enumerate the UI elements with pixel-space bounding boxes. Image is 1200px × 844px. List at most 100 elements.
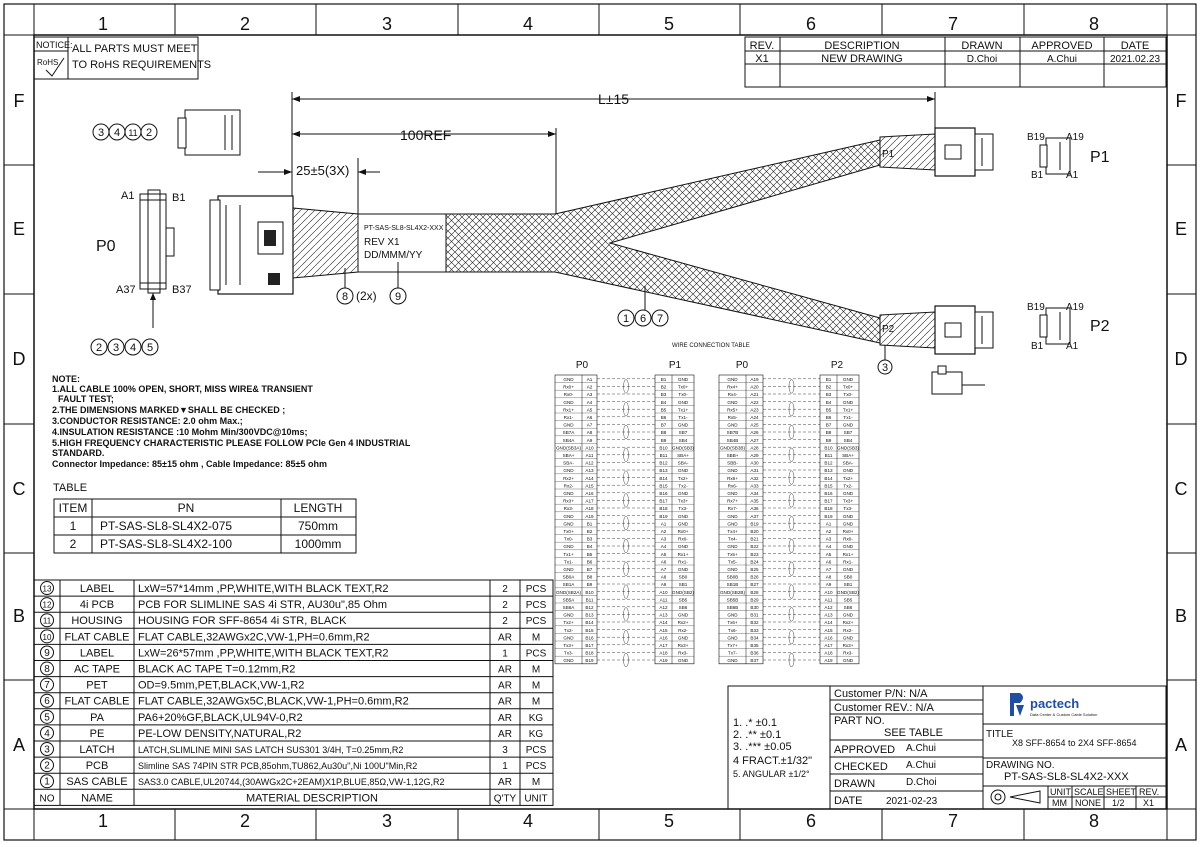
wire-pin: A33	[750, 483, 759, 488]
wire-signal: GND	[843, 423, 854, 428]
date-label: DATE	[834, 795, 863, 807]
bom-footer: UNIT	[524, 793, 547, 804]
wire-signal: GND(SB2)	[837, 590, 859, 595]
wire-pin: A14	[659, 620, 668, 625]
wire-signal: GND	[843, 521, 854, 526]
wire-signal: GND	[678, 491, 689, 496]
wire-pin: A7	[587, 423, 593, 428]
bom-qty: 2	[502, 584, 508, 595]
balloon-circle	[877, 359, 893, 375]
dim-ref: 100REF	[400, 127, 451, 143]
wire-signal: GND(SB2B)	[720, 590, 745, 595]
wire-pin: A29	[750, 453, 759, 458]
wire-pin: A18	[659, 651, 668, 656]
wire-signal: GND	[727, 377, 738, 382]
wire-pin: A5	[587, 407, 593, 412]
wire-signal: SBA+	[842, 453, 854, 458]
wire-signal: Rx1-	[564, 415, 574, 420]
balloon-number: 11	[128, 128, 137, 138]
notes-title: NOTE:	[52, 374, 80, 384]
wire-pin: A3	[587, 392, 593, 397]
wire-pin: A37	[750, 514, 759, 519]
wire-signal: Rx1-	[678, 559, 688, 564]
wire-signal: SB4B	[727, 438, 739, 443]
bom-description: PE-LOW DENSITY,NATURAL,R2	[138, 728, 301, 740]
wire-pin: A9	[587, 438, 593, 443]
wire-pin: A15	[659, 628, 668, 633]
rev-drawn: D.Choi	[967, 54, 998, 65]
wire-pin: A4	[587, 400, 593, 405]
balloon-circle	[90, 338, 108, 356]
bom-item-no: 4	[44, 728, 50, 739]
wire-signal: SB4	[679, 438, 688, 443]
wire-pin: A5	[826, 552, 832, 557]
wire-signal: Tx4-	[728, 537, 738, 542]
wire-pin: B19	[824, 514, 833, 519]
wire-signal: GND	[563, 423, 574, 428]
grid-row-label: B	[13, 606, 25, 626]
bom-description: SAS3.0 CABLE,UL20744,(30AWGx2C+2EAM)X1P,…	[138, 777, 444, 787]
latch-detail	[931, 365, 985, 395]
wire-signal: GND	[843, 491, 854, 496]
p2-label: P2	[1090, 318, 1110, 335]
bom-item-no: 1	[44, 777, 50, 788]
bom-qty: AR	[498, 777, 512, 788]
p2-pin-a1: A1	[1066, 341, 1079, 352]
balloon-number: 2	[146, 127, 152, 139]
wire-pin: A16	[824, 635, 833, 640]
length-table-title: TABLE	[53, 482, 87, 494]
wire-signal: Rx0-	[678, 537, 688, 542]
bom-unit: PCS	[526, 584, 547, 595]
wire-pin: B17	[585, 643, 594, 648]
wire-pin: B9	[826, 438, 832, 443]
wire-signal: Rx3+	[563, 499, 574, 504]
dim-overall-length: L±15	[598, 91, 629, 107]
wire-pin: A19	[659, 658, 668, 663]
balloon-circle	[617, 309, 635, 327]
bom-item-balloon	[40, 629, 54, 644]
projection-symbol-icon	[990, 789, 1041, 805]
wire-pin: A11	[660, 597, 668, 602]
bom-unit: PCS	[526, 648, 547, 659]
bom-description: PCB FOR SLIMLINE SAS 4i STR, AU30u",85 O…	[138, 599, 387, 611]
wire-signal: GND(SB2)	[672, 590, 694, 595]
wire-signal: GND	[563, 491, 574, 496]
bom-name: LATCH	[79, 744, 114, 756]
bom-name: FLAT CABLE	[64, 631, 129, 643]
wire-pin: A7	[826, 567, 832, 572]
tolerance-2: 2. .** ±0.1	[733, 729, 781, 741]
wire-signal: GND	[678, 544, 689, 549]
wire-pin: A24	[750, 415, 759, 420]
wire-signal: SB5	[679, 597, 688, 602]
wire-pin: A1	[587, 377, 593, 382]
bom-name: PET	[86, 680, 108, 692]
wire-pin: B1	[826, 377, 832, 382]
bom-footer: Q'TY	[494, 793, 517, 804]
wire-pin: A7	[661, 567, 667, 572]
p1-sleeve-label: P1	[882, 149, 895, 160]
wire-signal: Tx2-	[843, 483, 853, 488]
wire-pin: B10	[585, 590, 594, 595]
wire-signal: SBA+	[677, 453, 689, 458]
note-line-1: 1.ALL CABLE 100% OPEN, SHORT, MISS WIRE&…	[52, 384, 313, 394]
wire-signal: GND	[678, 658, 689, 663]
unit-value: MM	[1052, 798, 1067, 808]
wire-signal: Rx7-	[728, 506, 738, 511]
bom-qty: 1	[502, 648, 508, 659]
wire-pin: B7	[826, 423, 832, 428]
customer-rev: Customer REV.: N/A	[834, 702, 935, 714]
bom-item-balloon	[40, 725, 54, 740]
wire-pin: B6	[661, 415, 667, 420]
wire-pin: A16	[659, 635, 668, 640]
wire-pin: B19	[659, 514, 668, 519]
dimension-arrows	[284, 96, 935, 175]
grid-row-label: A	[1175, 735, 1187, 755]
bom-item-no: 7	[44, 680, 50, 691]
wire-signal: GND	[843, 613, 854, 618]
balloon-number: 3	[98, 127, 104, 139]
bom-unit: M	[532, 777, 540, 788]
wire-pin: B12	[659, 461, 668, 466]
wire-signal: GND	[563, 567, 574, 572]
